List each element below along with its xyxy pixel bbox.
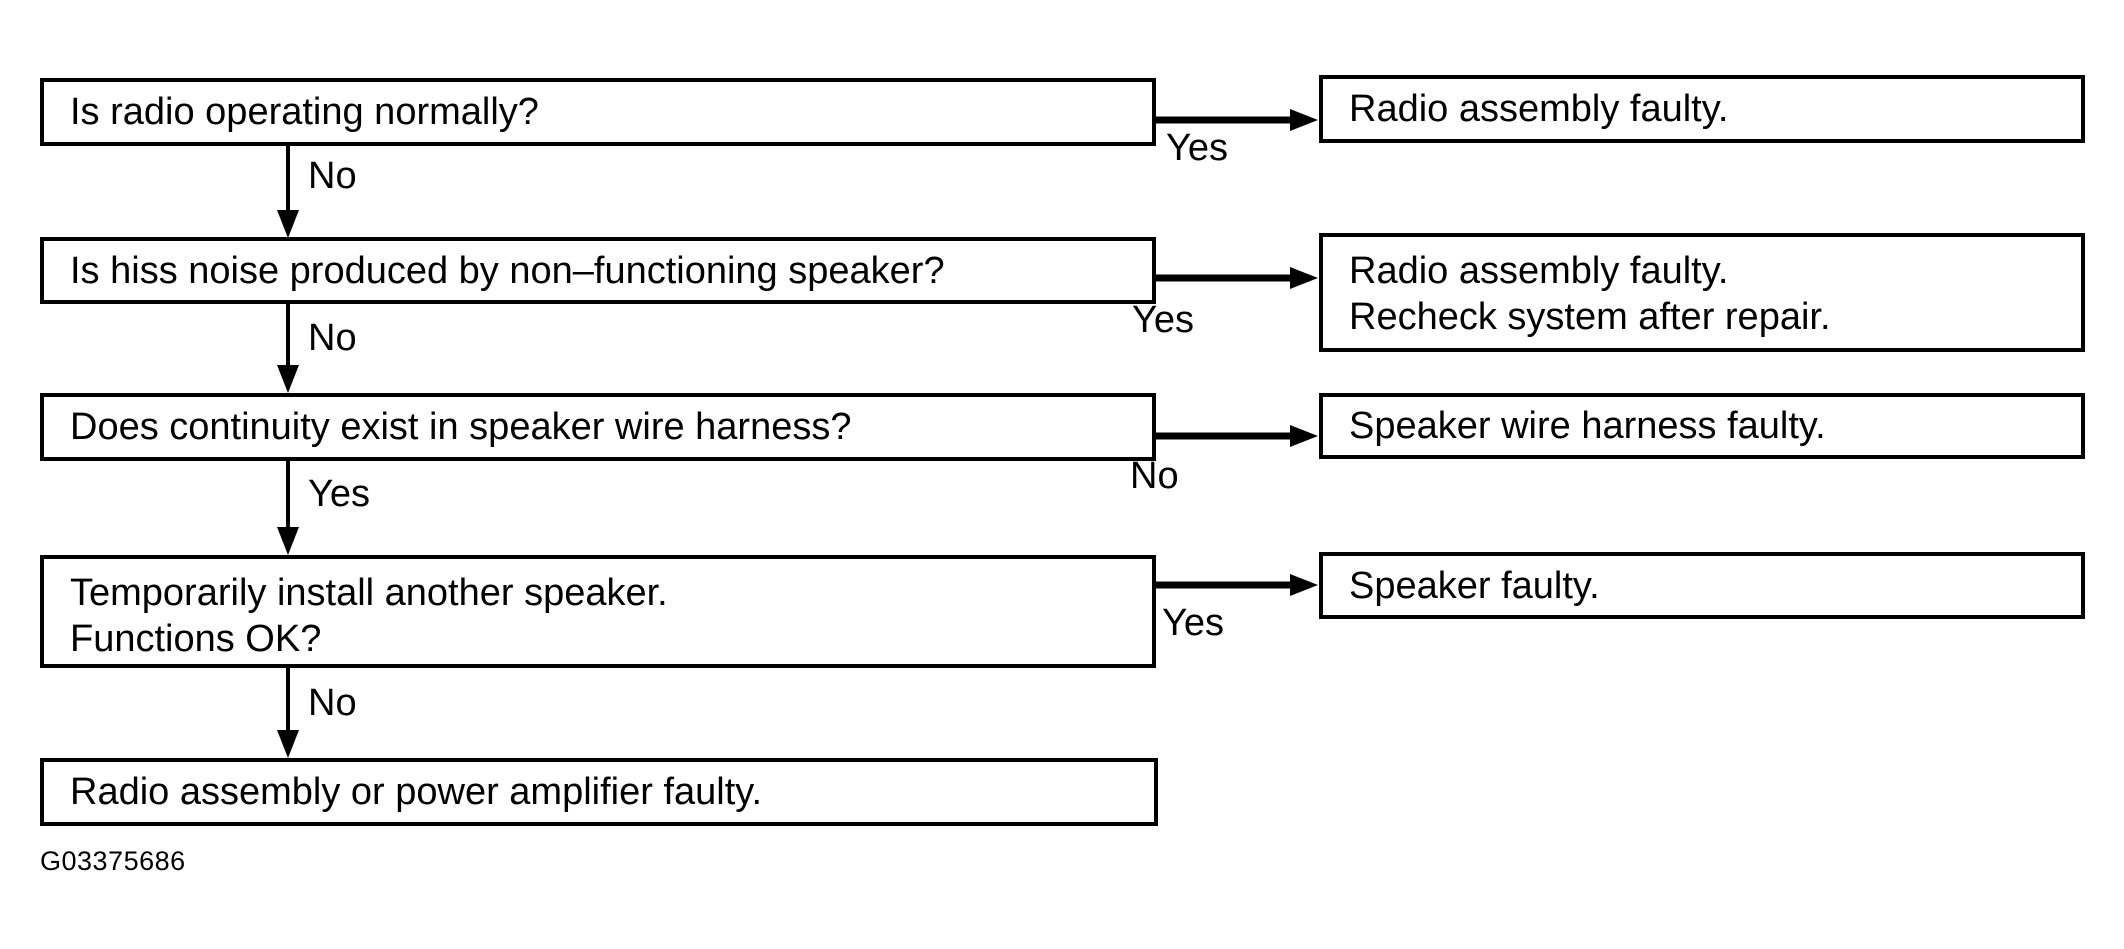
down-label-no-2: No — [308, 317, 357, 359]
branch-label-no-3: No — [1130, 455, 1179, 497]
result-text: Speaker faulty. — [1349, 564, 1600, 607]
branch-arrow-1 — [1156, 109, 1318, 131]
down-label-no-1: No — [308, 155, 357, 197]
question-box-continuity: Does continuity exist in speaker wire ha… — [40, 393, 1156, 461]
result-box-harness-faulty: Speaker wire harness faulty. — [1319, 393, 2085, 459]
down-arrow-2 — [277, 304, 299, 393]
result-text-line-2: Recheck system after repair. — [1349, 296, 1831, 338]
figure-id-caption: G03375686 — [40, 846, 186, 876]
question-box-radio-operating: Is radio operating normally? — [40, 78, 1156, 146]
result-box-radio-assembly-faulty: Radio assembly faulty. — [1319, 75, 2085, 143]
branch-label-yes-1: Yes — [1166, 127, 1228, 169]
down-label-no-4: No — [308, 682, 357, 724]
question-box-install-speaker: Temporarily install another speaker. Fun… — [40, 555, 1156, 668]
result-text-line-1: Radio assembly faulty. — [1349, 250, 1729, 292]
result-box-radio-assembly-recheck: Radio assembly faulty. Recheck system af… — [1319, 233, 2085, 352]
down-arrow-3 — [277, 461, 299, 555]
result-box-speaker-faulty: Speaker faulty. — [1319, 552, 2085, 619]
branch-arrow-4 — [1156, 574, 1318, 596]
branch-arrow-2 — [1156, 267, 1318, 289]
question-text: Does continuity exist in speaker wire ha… — [70, 406, 852, 448]
branch-arrow-3 — [1156, 425, 1318, 447]
question-text: Is radio operating normally? — [70, 91, 539, 133]
down-arrow-1 — [277, 146, 299, 238]
result-text: Radio assembly faulty. — [1349, 88, 1729, 130]
down-arrow-4 — [277, 668, 299, 758]
branch-label-yes-4: Yes — [1162, 602, 1224, 644]
question-box-hiss-noise: Is hiss noise produced by non–functionin… — [40, 237, 1156, 304]
result-text: Speaker wire harness faulty. — [1349, 405, 1826, 447]
question-text: Is hiss noise produced by non–functionin… — [70, 249, 945, 292]
conclusion-text: Radio assembly or power amplifier faulty… — [70, 771, 763, 813]
down-label-yes-3: Yes — [308, 473, 370, 515]
question-text-line-1: Temporarily install another speaker. — [70, 572, 668, 614]
branch-label-yes-2: Yes — [1132, 299, 1194, 341]
question-text-line-2: Functions OK? — [70, 618, 322, 660]
conclusion-box-amplifier-faulty: Radio assembly or power amplifier faulty… — [40, 758, 1158, 826]
